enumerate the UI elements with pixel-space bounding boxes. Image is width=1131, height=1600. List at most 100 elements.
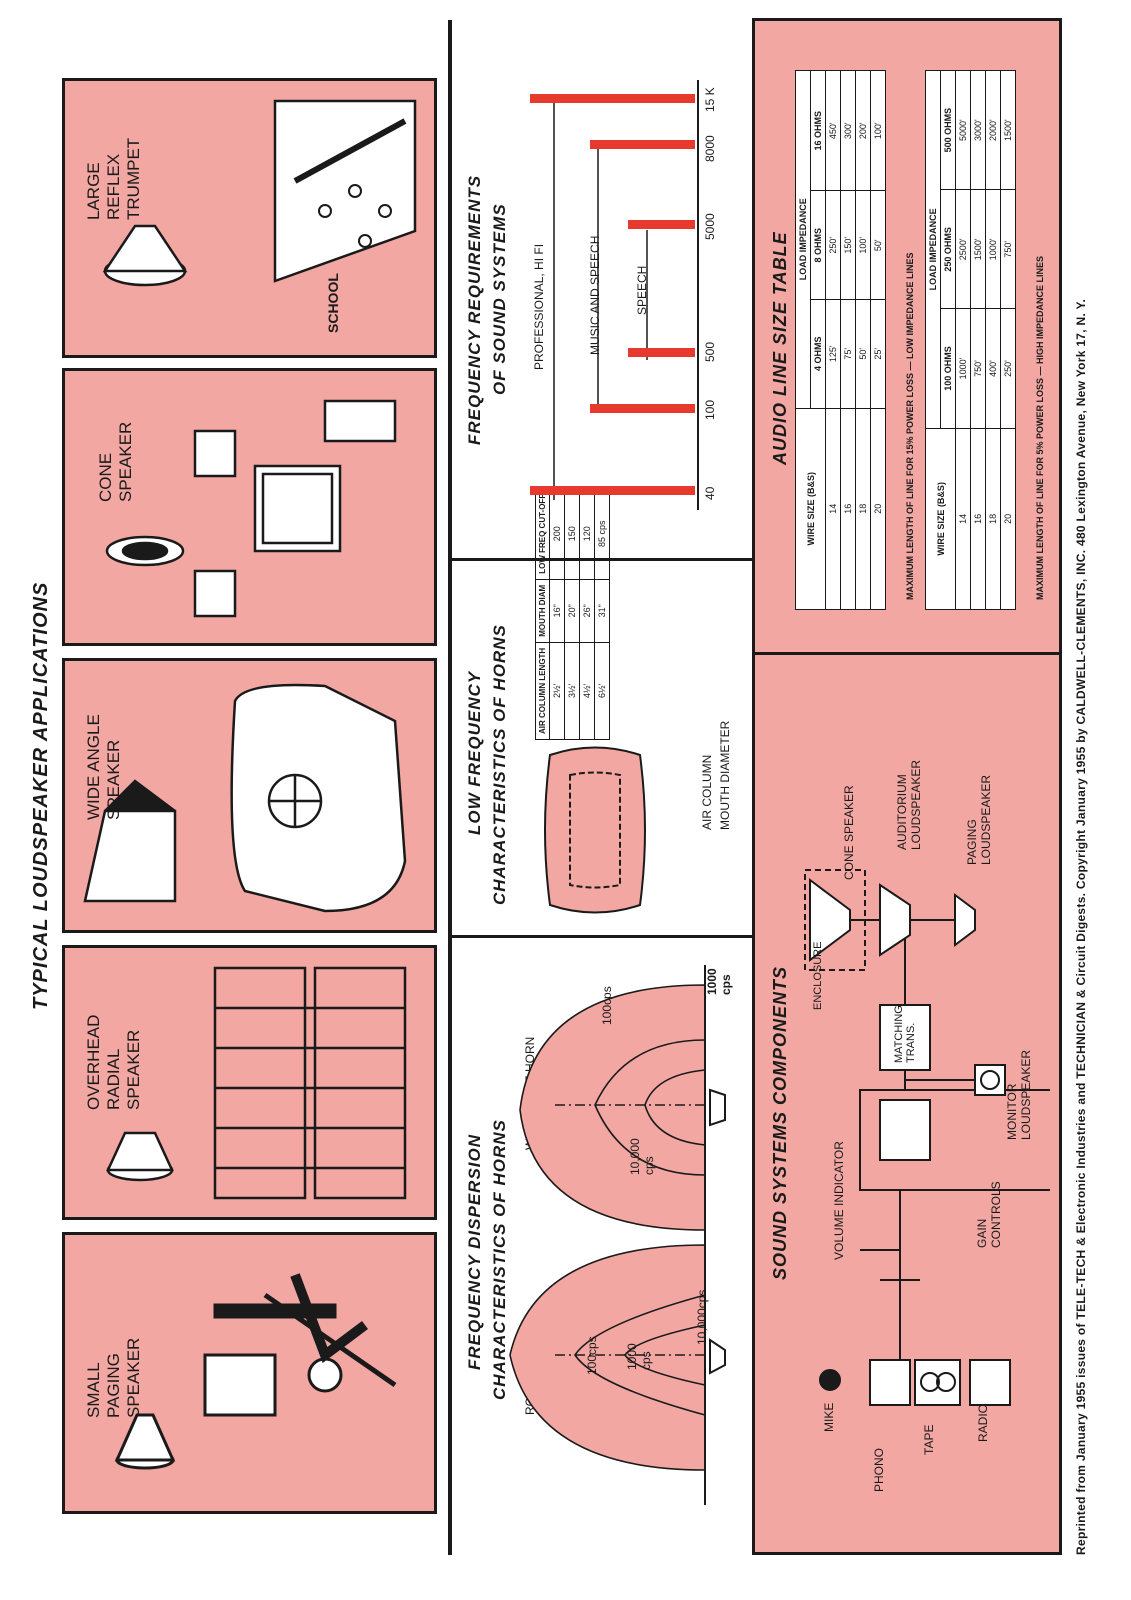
panel-cone-speaker [62, 368, 437, 646]
cell: 14 [955, 428, 971, 610]
cell: 1500' [970, 189, 986, 309]
cell: 26" [579, 579, 595, 643]
cell: 4½' [579, 642, 595, 740]
col-500-ohms: 500 OHMS [940, 70, 956, 190]
cell: 3000' [970, 70, 986, 190]
cell: 20" [564, 579, 580, 643]
cell: 14 [825, 408, 841, 610]
bar-speech-high [628, 220, 695, 229]
cell: 25' [870, 299, 886, 409]
low-load-header: LOAD IMPEDANCE [795, 70, 811, 409]
cell: 100' [855, 190, 871, 300]
speaker-label-3: WIDE ANGLE SPEAKER [84, 714, 123, 820]
col-8-ohms: 8 OHMS [810, 190, 826, 300]
freq-axis [697, 80, 699, 510]
low-impedance-table: WIRE SIZE (B&S) LOAD IMPEDANCE 4 OHMS 8 … [795, 70, 886, 610]
tick-500: 500 [703, 341, 717, 362]
gain-controls-label: GAIN CONTROLS [975, 1181, 1003, 1248]
cell: 20 [870, 408, 886, 610]
divider-vertical-left [448, 20, 452, 1555]
dispersion-diagram [509, 965, 726, 1505]
low-impedance-table-wrap: WIRE SIZE (B&S) LOAD IMPEDANCE 4 OHMS 8 … [795, 70, 886, 610]
cell: 20 [1000, 428, 1016, 610]
cell: 50' [870, 190, 886, 300]
input-tape: TAPE [922, 1424, 936, 1455]
cell: 1500' [1000, 70, 1016, 190]
cell: 750' [970, 308, 986, 429]
round-curve-1000: 1000 cps [625, 1343, 653, 1370]
cell: 750' [1000, 189, 1016, 309]
bar-music-high [590, 140, 695, 149]
freq-requirements-chart [553, 98, 648, 500]
cell: 18 [985, 428, 1001, 610]
high-impedance-caption: MAXIMUM LENGTH OF LINE FOR 5% POWER LOSS… [1035, 255, 1045, 600]
high-wire-header: WIRE SIZE (B&S) [925, 428, 956, 610]
legend-mouth-diameter: MOUTH DIAMETER [718, 720, 732, 830]
cell: 16" [549, 579, 565, 643]
high-impedance-table-wrap: WIRE SIZE (B&S) LOAD IMPEDANCE 100 OHMS … [925, 70, 1016, 610]
cell: 250' [825, 190, 841, 300]
tick-100: 100 [703, 399, 717, 420]
volume-indicator-label: VOLUME INDICATOR [832, 1141, 846, 1260]
cell: 2½' [549, 642, 565, 740]
cell: 450' [825, 70, 841, 191]
divider-components-table [752, 652, 1062, 655]
monitor-label: MONITOR LOUDSPEAKER [1005, 1049, 1033, 1140]
tick-15k: 15 K [703, 87, 717, 112]
folded-horn-illustration [544, 746, 646, 914]
output-paging: PAGING LOUDSPEAKER [965, 774, 993, 865]
high-load-header: LOAD IMPEDANCE [925, 70, 941, 429]
legend-air-column: AIR COLUMN [700, 754, 714, 830]
school-sign: SCHOOL [325, 273, 341, 333]
bar-music-low [590, 404, 695, 413]
low-impedance-caption: MAXIMUM LENGTH OF LINE FOR 15% POWER LOS… [905, 252, 915, 600]
panel-small-paging-speaker [62, 1232, 437, 1514]
speaker-label-1: SMALL PAGING SPEAKER [84, 1337, 143, 1418]
col-air-column: AIR COLUMN LENGTH [535, 642, 550, 740]
lowfreq-title-2: CHARACTERISTICS OF HORNS [490, 624, 509, 905]
cell: 16 [840, 408, 856, 610]
input-radio: RADIO [976, 1403, 990, 1442]
col-16-ohms: 16 OHMS [810, 70, 826, 191]
cell: 2500' [955, 189, 971, 309]
col-4-ohms: 4 OHMS [810, 299, 826, 409]
speaker-label-2: OVERHEAD RADIAL SPEAKER [84, 1014, 143, 1110]
bar-hifi-high [530, 94, 695, 103]
applications-title: TYPICAL LOUDSPEAKER APPLICATIONS [30, 581, 52, 1010]
cell: 300' [840, 70, 856, 191]
wide-angle-speaker-illustration [83, 683, 407, 913]
round-horn-icon [709, 1338, 726, 1375]
panel-large-reflex-trumpet: SCHOOL [62, 78, 437, 358]
reflex-trumpet-illustration [102, 99, 417, 287]
cell: 400' [985, 308, 1001, 429]
tick-8000: 8000 [703, 135, 717, 162]
divider-lowfreq-top [452, 558, 752, 561]
range-hifi: PROFESSIONAL, HI FI [532, 243, 546, 370]
input-phono: PHONO [872, 1447, 886, 1492]
output-cone: CONE SPEAKER [842, 785, 856, 880]
cell: 5000' [955, 70, 971, 190]
high-impedance-table: WIRE SIZE (B&S) LOAD IMPEDANCE 100 OHMS … [925, 70, 1016, 610]
bar-hifi-low [530, 486, 695, 495]
cone-speaker-illustration [105, 399, 397, 618]
wide-angle-horn-icon [709, 1088, 726, 1127]
cell: 1000' [985, 189, 1001, 309]
bar-speech-low [628, 348, 695, 357]
round-horn-lobe-100 [509, 1244, 706, 1471]
range-speech: SPEECH [635, 265, 649, 315]
cell: 50' [855, 299, 871, 409]
freqreq-title-1: FREQUENCY REQUIREMENTS [465, 174, 484, 445]
round-curve-10000: 10,000cps [695, 1289, 709, 1345]
output-auditorium: AUDITORIUM LOUDSPEAKER [895, 759, 923, 850]
cell: 16 [970, 428, 986, 610]
cell: 2000' [985, 70, 1001, 190]
lowfreq-title-1: LOW FREQUENCY [465, 670, 484, 835]
cell: 250' [1000, 308, 1016, 429]
cell: 6½' [594, 642, 610, 740]
low-wire-header: WIRE SIZE (B&S) [795, 408, 826, 610]
